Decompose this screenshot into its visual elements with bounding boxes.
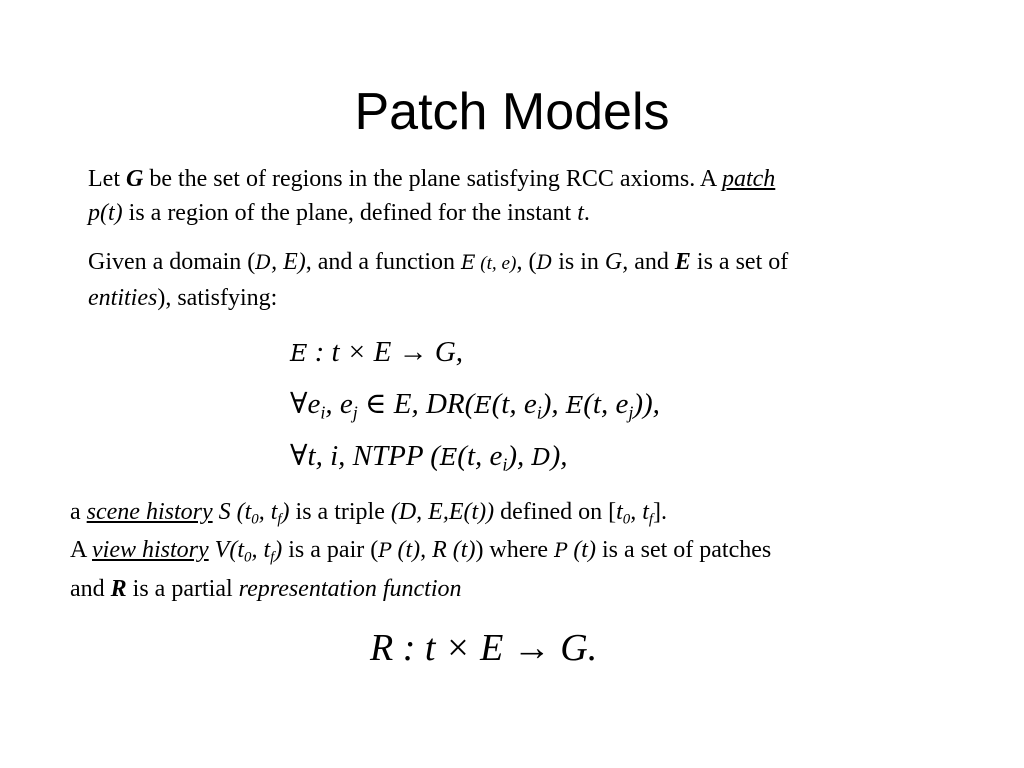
term-entities: entities — [88, 285, 158, 311]
symbol-R: R — [110, 576, 127, 602]
text: is in — [552, 249, 605, 275]
symbol-E-script: E — [461, 251, 476, 274]
equation-text: e — [307, 388, 321, 420]
subscript: f — [648, 511, 654, 528]
symbol-G: G, — [604, 249, 629, 275]
equation-text: (t, e — [491, 388, 537, 420]
forall-symbol: ∀ — [290, 440, 308, 472]
text: ) where — [475, 537, 555, 563]
symbol-S: S (t — [212, 499, 252, 525]
paragraph-patch-definition: Let G be the set of regions in the plane… — [88, 162, 775, 230]
paragraph-histories: a scene history S (t0, tf) is a triple (… — [70, 493, 771, 608]
subscript: f — [277, 511, 282, 528]
equation-3: ∀t, i, NTPP (E(t, ei), D), — [290, 438, 568, 473]
text: is a partial — [126, 576, 239, 602]
equation-text: t, i, NTPP ( — [307, 440, 440, 472]
subscript: j — [628, 402, 634, 423]
symbol-t: t — [577, 200, 584, 226]
term-view-history: view history — [92, 537, 209, 563]
text: A — [70, 537, 93, 563]
equation-2: ∀ei, ej ∈ E, DR(E(t, ei), E(t, ej)), — [290, 386, 660, 421]
text: be the set of regions in the plane satis… — [143, 166, 722, 192]
subscript: i — [536, 402, 542, 423]
slide-title: Patch Models — [354, 83, 670, 141]
symbol-G: G — [125, 166, 144, 192]
equation-text: ), — [550, 440, 568, 472]
subscript: f — [270, 549, 275, 566]
text: is a pair ( — [282, 537, 379, 563]
function-args: (t, e) — [475, 253, 517, 274]
symbol-V: V(t — [208, 537, 244, 563]
term-patch: patch — [721, 166, 776, 192]
text: , ( — [516, 249, 537, 275]
text: ) — [274, 537, 283, 563]
equation-text: , e — [325, 388, 353, 420]
text: Given a domain ( — [88, 249, 256, 275]
text: . — [583, 200, 590, 226]
symbol-D: D — [536, 251, 553, 274]
text: , — [271, 249, 284, 275]
pair-expression: (t), R (t) — [391, 537, 476, 563]
forall-symbol: ∀ — [290, 388, 308, 420]
text: a — [70, 499, 87, 525]
symbol-E-script: E — [439, 443, 458, 471]
symbol-E-script: E — [565, 391, 584, 419]
final-equation: R : t × E → G. — [370, 626, 597, 670]
triple-expression: (D, E,E(t)) — [390, 499, 495, 525]
paragraph-domain: Given a domain (D, E), and a function E … — [88, 245, 788, 315]
symbol-D: D — [255, 251, 272, 274]
symbol-P-script: P — [554, 539, 568, 562]
text: and — [70, 576, 111, 602]
subscript: 0 — [244, 549, 252, 566]
symbol-D: D — [531, 443, 551, 471]
symbol-E-script: E — [474, 391, 492, 419]
symbol-E-script: E — [290, 339, 308, 367]
text: (t) — [567, 537, 596, 563]
symbol-E-bold: E — [674, 249, 691, 275]
symbol-t: t — [616, 499, 623, 525]
text: and — [628, 249, 675, 275]
text: , t — [251, 537, 271, 563]
subscript: j — [352, 402, 358, 423]
text: Let — [88, 166, 126, 192]
text: , t — [258, 499, 278, 525]
term-representation-function: representation function — [238, 576, 462, 602]
text: is a region of the plane, defined for th… — [122, 200, 578, 226]
equation-1: E : t × E → G, — [290, 336, 463, 369]
subscript: 0 — [251, 511, 259, 528]
subscript: i — [320, 402, 326, 423]
equation-text: : t × E → G, — [307, 336, 464, 368]
equation-text: ), — [541, 388, 566, 420]
equation-text: (t, e — [583, 388, 629, 420]
text: ]. — [653, 499, 668, 525]
symbol-E: E) — [283, 249, 306, 275]
symbol-R: R — [370, 627, 394, 669]
text: is a set of — [690, 249, 789, 275]
equation-text: )), — [633, 388, 660, 420]
symbol-P-script: P — [378, 539, 392, 562]
text: is a set of patches — [595, 537, 772, 563]
equation-text: (t, e — [457, 440, 503, 472]
text: defined on [ — [494, 499, 617, 525]
symbol-pt: p(t) — [88, 200, 123, 226]
equation-text: : t × E → G. — [393, 627, 598, 669]
equation-text: ∈ E, DR( — [357, 388, 475, 420]
term-scene-history: scene history — [86, 499, 213, 525]
subscript: 0 — [622, 511, 631, 528]
text: , and a function — [305, 249, 462, 275]
subscript: i — [502, 454, 508, 475]
text: ) — [281, 499, 290, 525]
equation-text: ), — [507, 440, 532, 472]
text: is a triple — [289, 499, 391, 525]
text: , t — [630, 499, 649, 525]
text: ), satisfying: — [157, 285, 278, 311]
